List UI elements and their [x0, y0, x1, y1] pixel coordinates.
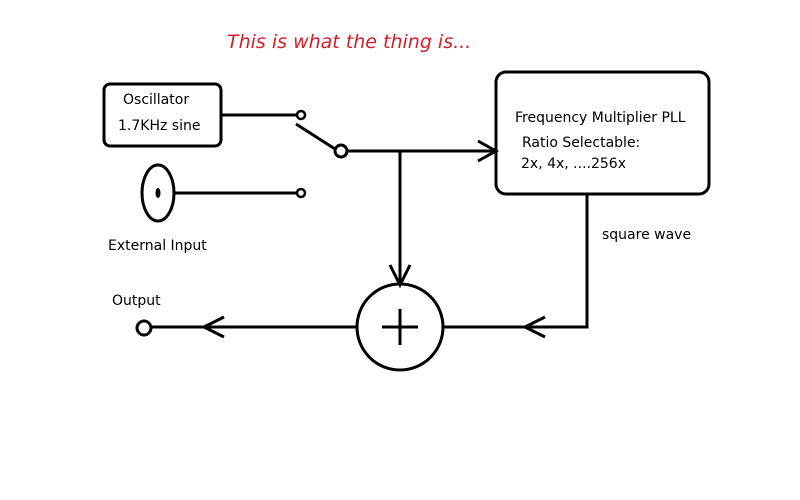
- pll-ratio-values: 2x, 4x, ....256x: [521, 156, 626, 172]
- oscillator-label: Oscillator: [123, 92, 189, 108]
- pll-block: [494, 70, 711, 196]
- switch-pivot: [333, 143, 349, 159]
- summer-pll-arrowhead: [521, 315, 546, 339]
- output-terminal: [135, 319, 153, 337]
- output-arrowhead: [200, 315, 225, 339]
- square-wave-label: square wave: [602, 227, 691, 243]
- switch-contact-oscillator: [295, 109, 307, 121]
- output-label: Output: [112, 293, 161, 309]
- oscillator-spec: 1.7KHz sine: [118, 118, 200, 134]
- external-input-jack-center: [155, 188, 161, 198]
- pll-title: Frequency Multiplier PLL: [515, 110, 686, 126]
- diagram-title: This is what the thing is...: [227, 31, 471, 53]
- pll-output-wire: [443, 194, 589, 329]
- external-input-label: External Input: [108, 238, 207, 254]
- switch-blade: [295, 122, 336, 151]
- pll-ratio-label: Ratio Selectable:: [522, 135, 640, 151]
- switch-contact-external: [295, 187, 307, 199]
